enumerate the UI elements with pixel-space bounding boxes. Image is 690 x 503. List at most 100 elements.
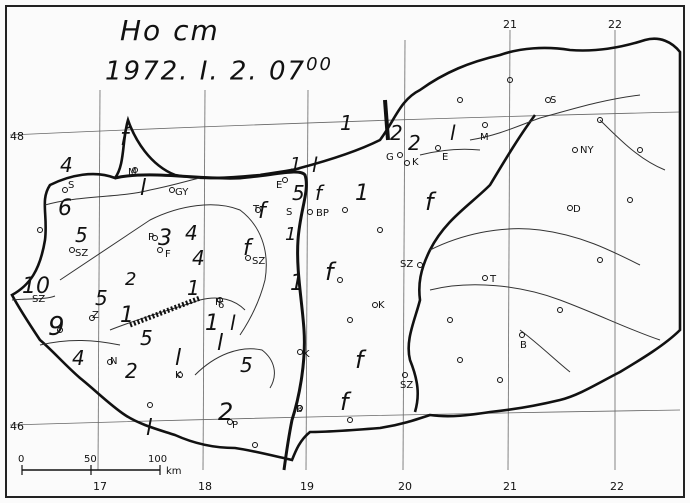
station-label: F: [165, 249, 171, 260]
snow-value: 6: [58, 196, 72, 221]
snow-value: 2: [125, 269, 136, 290]
isoline-9: [519, 329, 571, 373]
map-title-line-2: 1972. I. 2. 0700: [105, 54, 333, 87]
lat-left-46: 46: [10, 420, 24, 433]
snow-value: f: [355, 346, 367, 374]
snow-value: 5: [140, 326, 153, 350]
snow-value: l: [450, 121, 456, 145]
isoline-11: [599, 119, 666, 171]
station-label: P: [215, 297, 221, 308]
isoline-1: [44, 177, 201, 206]
meridian-18: [202, 89, 206, 471]
station-label: E: [442, 152, 448, 163]
meridian-21: [507, 29, 511, 471]
tisza-river: [407, 114, 537, 413]
snow-value: f: [425, 188, 437, 216]
danube-river: [114, 170, 308, 471]
meridian-19: [305, 89, 309, 471]
snow-value: 10: [22, 274, 50, 299]
station-label: T: [252, 204, 260, 215]
station-label: K: [412, 157, 419, 168]
station-label: G: [386, 152, 394, 163]
isoline-6: [11, 295, 56, 301]
station-label: P: [148, 232, 154, 243]
snow-value: 4: [72, 346, 85, 370]
station-label: K: [175, 370, 182, 381]
parallel-48: [9, 111, 681, 136]
map-title-line-1: Ho cm: [120, 14, 220, 47]
lon-bottom-21: 21: [503, 480, 517, 493]
station-label: D: [573, 204, 581, 215]
snow-value: 1: [120, 303, 134, 328]
snow-value: 5: [292, 181, 305, 205]
country-border: [10, 37, 682, 462]
isoline-12: [419, 148, 481, 156]
meridian-17: [97, 89, 101, 471]
station-label: K: [303, 349, 310, 360]
snow-value: 5: [240, 353, 253, 377]
northern-border-spike: [383, 99, 390, 141]
isoline-2: [59, 204, 267, 336]
graticule-labels: 21 22 17 18 19 20 21 22 48 46: [10, 18, 624, 493]
snow-value: l: [140, 176, 146, 201]
lon-bottom-20: 20: [398, 480, 412, 493]
snow-value: f: [325, 258, 337, 286]
isoline-8: [429, 284, 661, 341]
map-frame: [5, 5, 685, 498]
lon-bottom-22: 22: [610, 480, 624, 493]
station-label: E: [276, 180, 282, 191]
scale-bar: 0 50 100 km: [18, 454, 182, 477]
isoline-4: [194, 348, 275, 389]
map-time-superscript: 00: [306, 54, 333, 75]
scale-unit: km: [166, 466, 182, 477]
station-label: B: [520, 340, 527, 351]
snow-value: 2: [218, 398, 233, 426]
station-dots: [37, 77, 643, 448]
scale-tick-0: 0: [18, 454, 24, 465]
lon-top-21: 21: [503, 18, 517, 31]
snow-value: f: [315, 181, 325, 205]
snow-value: l: [230, 311, 236, 335]
snow-value: l: [217, 331, 223, 356]
parallel-46: [9, 409, 681, 426]
station-label: S: [286, 207, 292, 218]
snow-value: l: [312, 153, 318, 177]
snow-value: l: [146, 416, 152, 441]
snow-value: l: [175, 346, 181, 371]
snow-value: 4: [185, 221, 198, 245]
snow-value: 2: [390, 121, 403, 145]
station-label: K: [378, 300, 385, 311]
snow-value: f: [340, 388, 352, 416]
snow-value: 1: [290, 271, 304, 296]
snow-value: 1: [187, 276, 200, 300]
lon-top-22: 22: [608, 18, 622, 31]
station-label: P: [232, 420, 238, 431]
snow-value: 4: [60, 153, 73, 177]
station-label: Z: [92, 310, 99, 321]
snow-value: 2: [408, 131, 421, 155]
snow-value: 1: [290, 154, 301, 175]
meridian-20: [402, 39, 406, 471]
station-label: SZ: [252, 256, 265, 267]
station-labels: S M GY SZ F P Z N K E T BP SZ P G K E M …: [32, 95, 594, 431]
station-label: N: [110, 356, 117, 367]
station-label: S: [68, 180, 74, 191]
lon-bottom-17: 17: [93, 480, 107, 493]
snow-value: 1: [205, 311, 219, 336]
station-label: SZ: [75, 248, 88, 259]
snow-value: 1: [355, 181, 369, 206]
scale-tick-100: 100: [148, 454, 167, 465]
station-label: SZ: [32, 294, 45, 305]
snow-value: f: [258, 199, 269, 224]
station-label: M: [480, 132, 489, 143]
snow-value: 1: [340, 111, 353, 135]
lon-bottom-19: 19: [300, 480, 314, 493]
isoline-5: [39, 340, 121, 346]
snow-value: 9: [48, 312, 65, 342]
lat-left-48: 48: [10, 130, 24, 143]
station-label: BP: [316, 208, 329, 219]
scale-tick-50: 50: [84, 454, 97, 465]
snow-value: 5: [75, 223, 88, 247]
